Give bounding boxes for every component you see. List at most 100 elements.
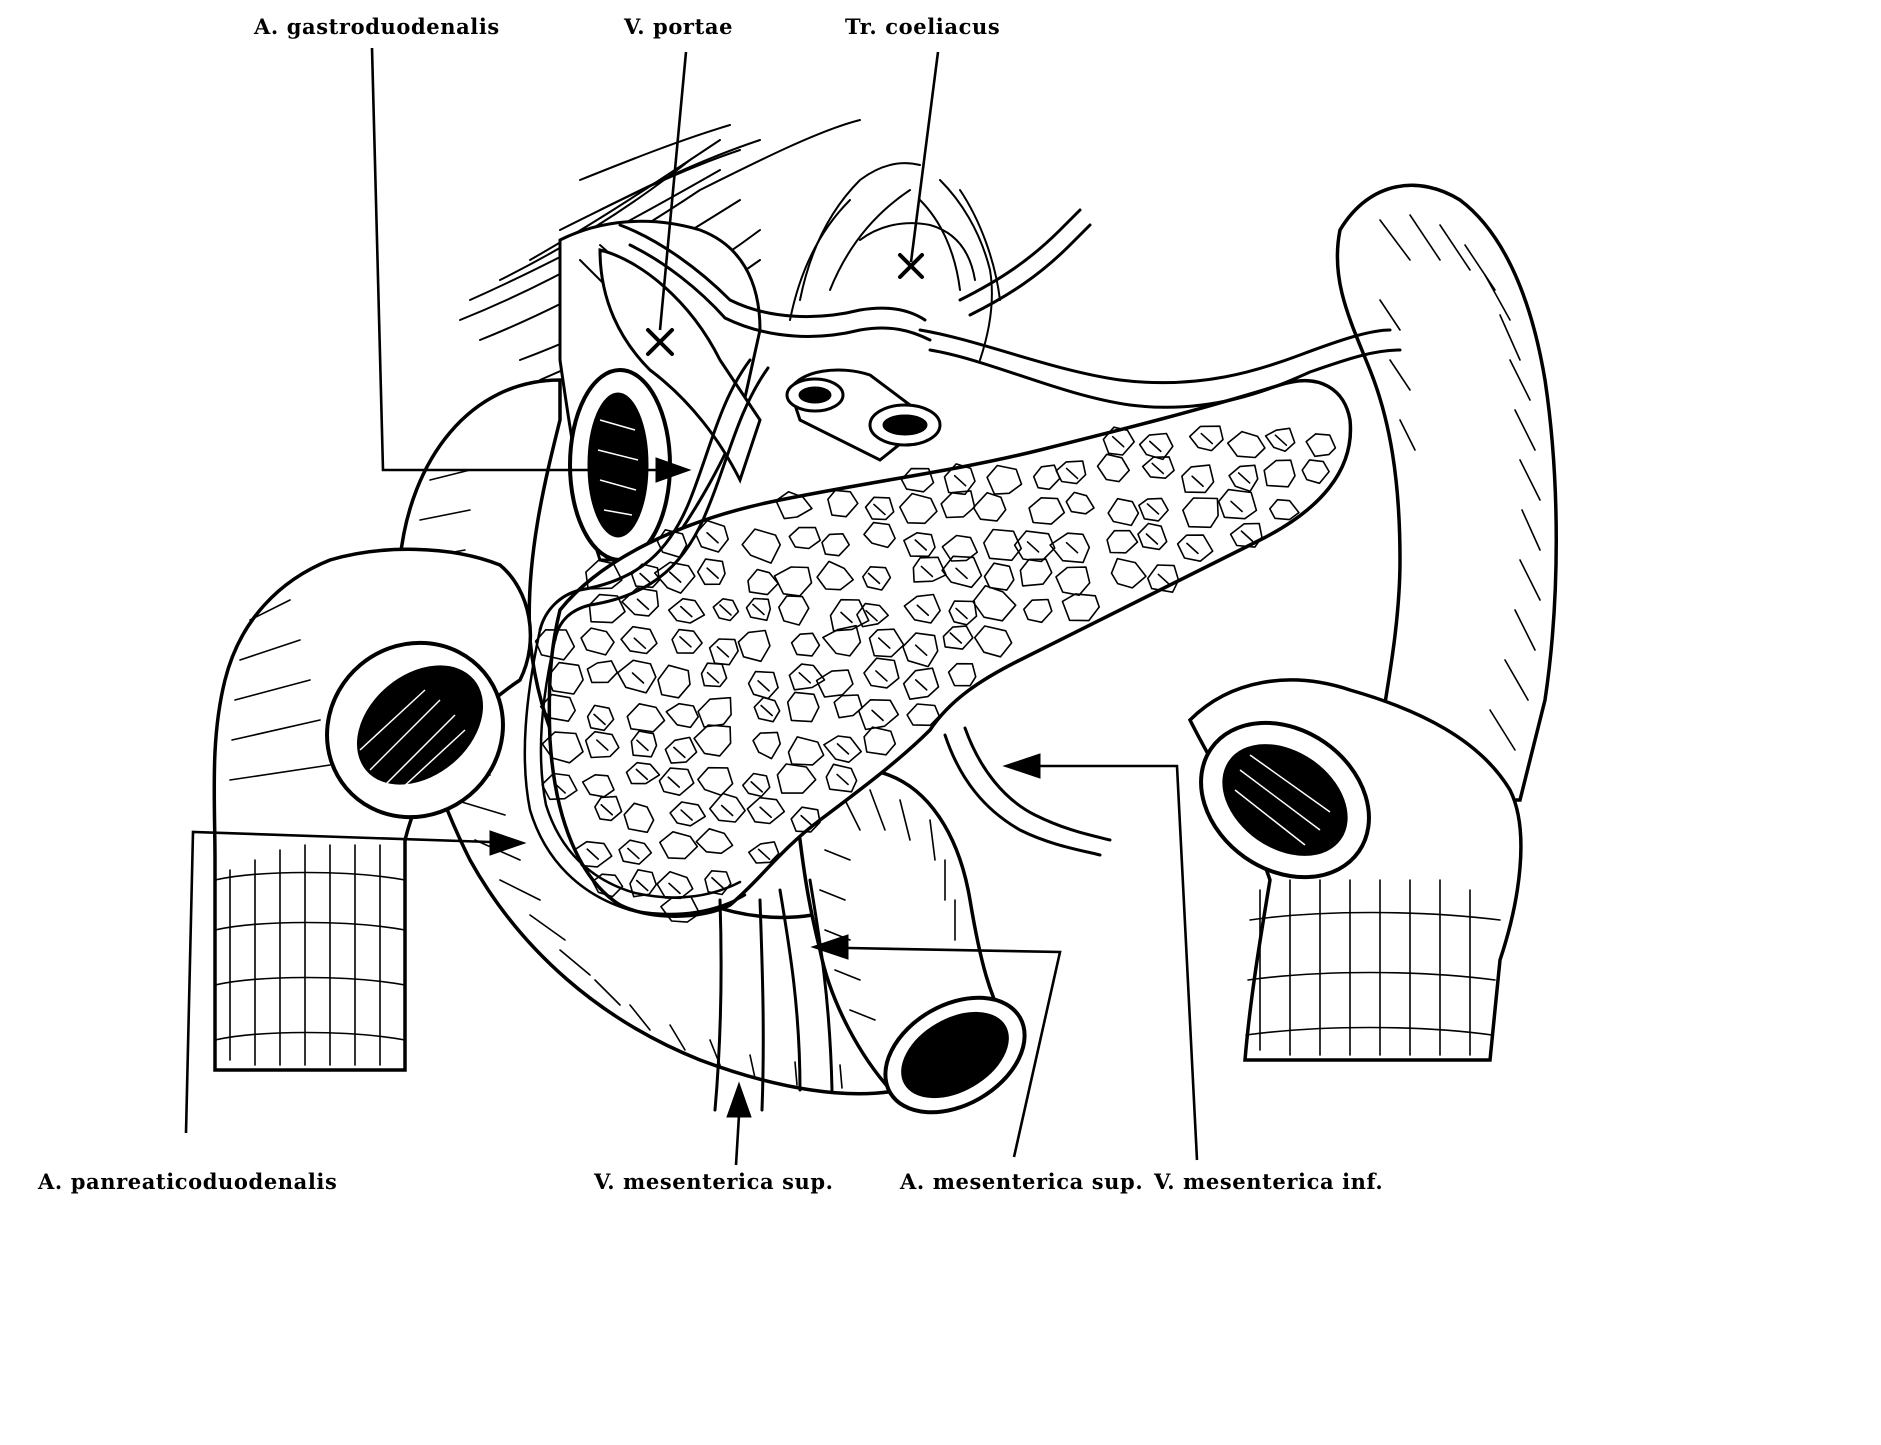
pancreas-lobule-shade bbox=[706, 671, 720, 684]
pancreas-lobule bbox=[786, 691, 820, 723]
pancreas-lobule-shade bbox=[953, 474, 967, 487]
pancreas-lobule-shade bbox=[1149, 440, 1162, 453]
pancreas-lobule-shade bbox=[639, 572, 652, 585]
pancreas-lobule bbox=[659, 831, 699, 860]
pancreas-lobule bbox=[775, 491, 813, 520]
pancreas-lobule bbox=[1226, 430, 1266, 459]
pancreas-lobule-shade bbox=[706, 531, 719, 544]
pancreas-lobule-shade bbox=[1065, 467, 1079, 480]
pancreas-lobule-shade bbox=[914, 679, 928, 691]
label-tr-coeliacus: Tr. coeliacus bbox=[845, 14, 1000, 39]
pancreas-lobule-shade bbox=[1191, 475, 1204, 488]
pancreas-lobule bbox=[584, 730, 620, 759]
pancreas-lobule-shade bbox=[949, 632, 963, 644]
pancreas-lobule-shade bbox=[1274, 434, 1288, 446]
pancreas-lobule bbox=[737, 629, 771, 663]
pancreas-lobule bbox=[1264, 427, 1296, 452]
pancreas-lobule bbox=[868, 628, 905, 658]
pancreas-lobule bbox=[790, 632, 821, 657]
pancreas-lobule bbox=[669, 801, 706, 827]
pancreas-lobule bbox=[534, 629, 576, 661]
pancreas-lobule bbox=[625, 761, 661, 785]
pancreas-lobule-shade bbox=[680, 605, 693, 618]
arrow-mesenterica-inf-vein bbox=[1002, 753, 1041, 779]
pancreas-lobule bbox=[823, 735, 862, 763]
pancreas-lobule bbox=[857, 699, 900, 731]
pancreas-lobule-shade bbox=[635, 768, 649, 781]
pancreas-lobule bbox=[697, 696, 732, 728]
pancreas-lobule bbox=[829, 598, 870, 632]
pancreas-lobule-shade bbox=[1065, 541, 1079, 554]
pancreas-lobule bbox=[709, 792, 746, 823]
pancreas-lobule bbox=[1228, 464, 1259, 493]
pancreas-lobule bbox=[1138, 432, 1174, 461]
pancreas-lobule bbox=[671, 628, 703, 654]
pancreas-lobule bbox=[788, 663, 826, 691]
leader-coeliacus bbox=[909, 51, 940, 263]
pancreas-lobule-shade bbox=[596, 739, 609, 751]
pancreas-lobule-shade bbox=[955, 567, 968, 580]
pancreas-lobule-shade bbox=[636, 598, 650, 611]
splenic-artery bbox=[918, 328, 1402, 409]
pancreas-lobule bbox=[903, 593, 941, 624]
pancreas-lobule bbox=[1055, 460, 1087, 485]
leader-gastroduodenalis bbox=[370, 47, 658, 472]
pancreas-lobule-shade bbox=[875, 670, 888, 682]
left-gastric-artery bbox=[958, 208, 1092, 317]
gastroduodenal-artery bbox=[538, 358, 770, 642]
pancreas-lobule-shade bbox=[757, 679, 770, 692]
pancreas-lobule bbox=[1305, 433, 1337, 458]
pancreas-lobule-shade bbox=[668, 571, 682, 583]
pancreas-lobule bbox=[704, 870, 732, 896]
pancreas-lobule bbox=[983, 528, 1022, 562]
pancreas-lobule-shade bbox=[553, 782, 566, 794]
pancreas-lobule bbox=[825, 763, 858, 793]
pancreas-lobule bbox=[586, 660, 619, 684]
pancreas-lobule bbox=[1269, 498, 1300, 521]
pancreas-lobule bbox=[900, 467, 935, 493]
pancreas-lobule-shade bbox=[667, 776, 681, 788]
pancreas-lobule bbox=[585, 559, 623, 590]
pancreas-lobule bbox=[899, 492, 938, 525]
aorta-stump bbox=[785, 368, 942, 462]
pancreas-lobule bbox=[902, 667, 940, 700]
pancreas-lobule bbox=[712, 598, 740, 622]
pancreas-lobule bbox=[1032, 464, 1061, 491]
pancreas-lobule bbox=[972, 491, 1007, 522]
pancreas-lobule bbox=[1055, 566, 1091, 596]
hepatic-artery bbox=[618, 223, 932, 342]
label-a-gastroduodenalis: A. gastroduodenalis bbox=[253, 14, 500, 39]
pancreas-lobule bbox=[1019, 558, 1053, 587]
pancreas-lobule bbox=[653, 561, 696, 594]
pancreas-lobules bbox=[534, 425, 1337, 923]
pancreas-lobule-shade bbox=[914, 539, 928, 551]
pancreas-lobule bbox=[856, 602, 889, 628]
pancreas-lobule bbox=[753, 696, 781, 723]
pancreas-lobule bbox=[620, 625, 658, 655]
pancreas-lobule bbox=[630, 730, 658, 758]
pancreas-lobule bbox=[580, 627, 615, 656]
pancreas-lobule bbox=[1107, 497, 1140, 527]
pancreas-lobule bbox=[790, 806, 821, 833]
pancreas-lobule-shade bbox=[760, 704, 773, 717]
pancreas-lobule-shade bbox=[873, 503, 886, 516]
pancreas-lobule bbox=[1176, 534, 1214, 562]
pancreas-lobule-shade bbox=[636, 739, 649, 752]
pancreas-lobule-shade bbox=[914, 644, 928, 656]
pancreas-lobule-shade bbox=[759, 806, 772, 819]
splenic-flexure-colon bbox=[1335, 183, 1558, 802]
pancreas-lobule bbox=[541, 731, 584, 764]
pancreas-lobule bbox=[658, 767, 695, 796]
pancreas-lobule-shade bbox=[719, 604, 732, 616]
pancreas-lobule bbox=[972, 585, 1017, 622]
pancreas-lobule bbox=[621, 587, 660, 617]
pancreas-lobule-shade bbox=[716, 646, 730, 658]
pancreas-lobule bbox=[821, 533, 850, 557]
labels: A. gastroduodenalis V. portae Tr. coelia… bbox=[37, 14, 1383, 1194]
pancreas-lobule-shade bbox=[711, 876, 724, 889]
superior-mesenteric-vessels bbox=[713, 878, 834, 1112]
pancreas-lobule-shade bbox=[867, 572, 881, 585]
pancreas-lobule-shade bbox=[633, 637, 647, 650]
pancreas-lobule bbox=[1301, 459, 1330, 485]
pancreas-lobule bbox=[747, 568, 779, 596]
